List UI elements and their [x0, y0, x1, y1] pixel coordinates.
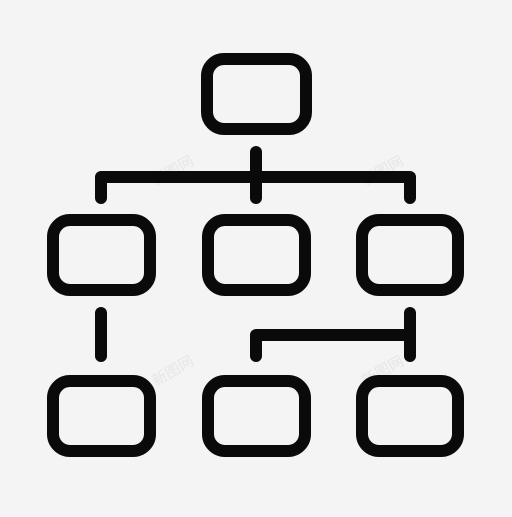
root-node-box [201, 53, 312, 135]
middle-node-center-box [202, 214, 311, 296]
middle-node-left-box [47, 214, 156, 296]
bottom-node-right-box [356, 375, 464, 457]
middle-node-right-box [356, 214, 464, 296]
bottom-node-left-box [47, 375, 156, 457]
level-one-connector [95, 171, 416, 204]
right-branch-connector [250, 329, 416, 362]
bottom-node-center-box [202, 375, 311, 457]
